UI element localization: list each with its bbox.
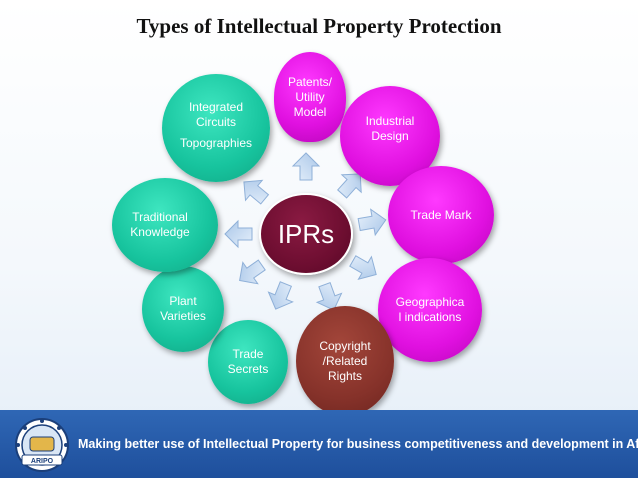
arrow-to-geographical-indications	[349, 255, 377, 281]
node-trade-secrets: Trade Secrets	[208, 320, 288, 404]
ipr-diagram: Integrated Circuits Topographies Patents…	[112, 52, 494, 416]
node-trade-mark: Trade Mark	[388, 166, 494, 264]
footer-bar: ARIPO Making better use of Intellectual …	[0, 410, 638, 478]
svg-text:ARIPO: ARIPO	[31, 458, 54, 465]
arrow-to-trade-secrets	[267, 281, 294, 310]
node-plant-varieties: Plant Varieties	[142, 266, 224, 352]
node-integrated-circuits: Integrated Circuits Topographies	[162, 74, 270, 182]
center-iprs: IPRs	[259, 193, 353, 275]
arrow-to-traditional-knowledge	[224, 219, 253, 249]
arrow-to-industrial-design	[337, 173, 362, 199]
arrow-to-trade-mark	[357, 208, 387, 237]
footer-tagline: Making better use of Intellectual Proper…	[78, 437, 638, 451]
arrow-to-integrated-circuits	[243, 179, 270, 205]
aripo-logo: ARIPO	[15, 418, 69, 472]
arrows-layer	[224, 152, 387, 311]
node-copyright: Copyright /Related Rights	[296, 306, 394, 416]
arrow-to-patents	[291, 152, 321, 181]
arrow-to-plant-varieties	[239, 259, 266, 285]
node-geographical-indications: Geographica l indications	[378, 258, 482, 362]
node-traditional-knowledge: Traditional Knowledge	[112, 178, 218, 272]
arrow-to-copyright	[315, 282, 343, 311]
node-patents: Patents/ Utility Model	[274, 52, 346, 142]
slide-title: Types of Intellectual Property Protectio…	[136, 14, 502, 38]
